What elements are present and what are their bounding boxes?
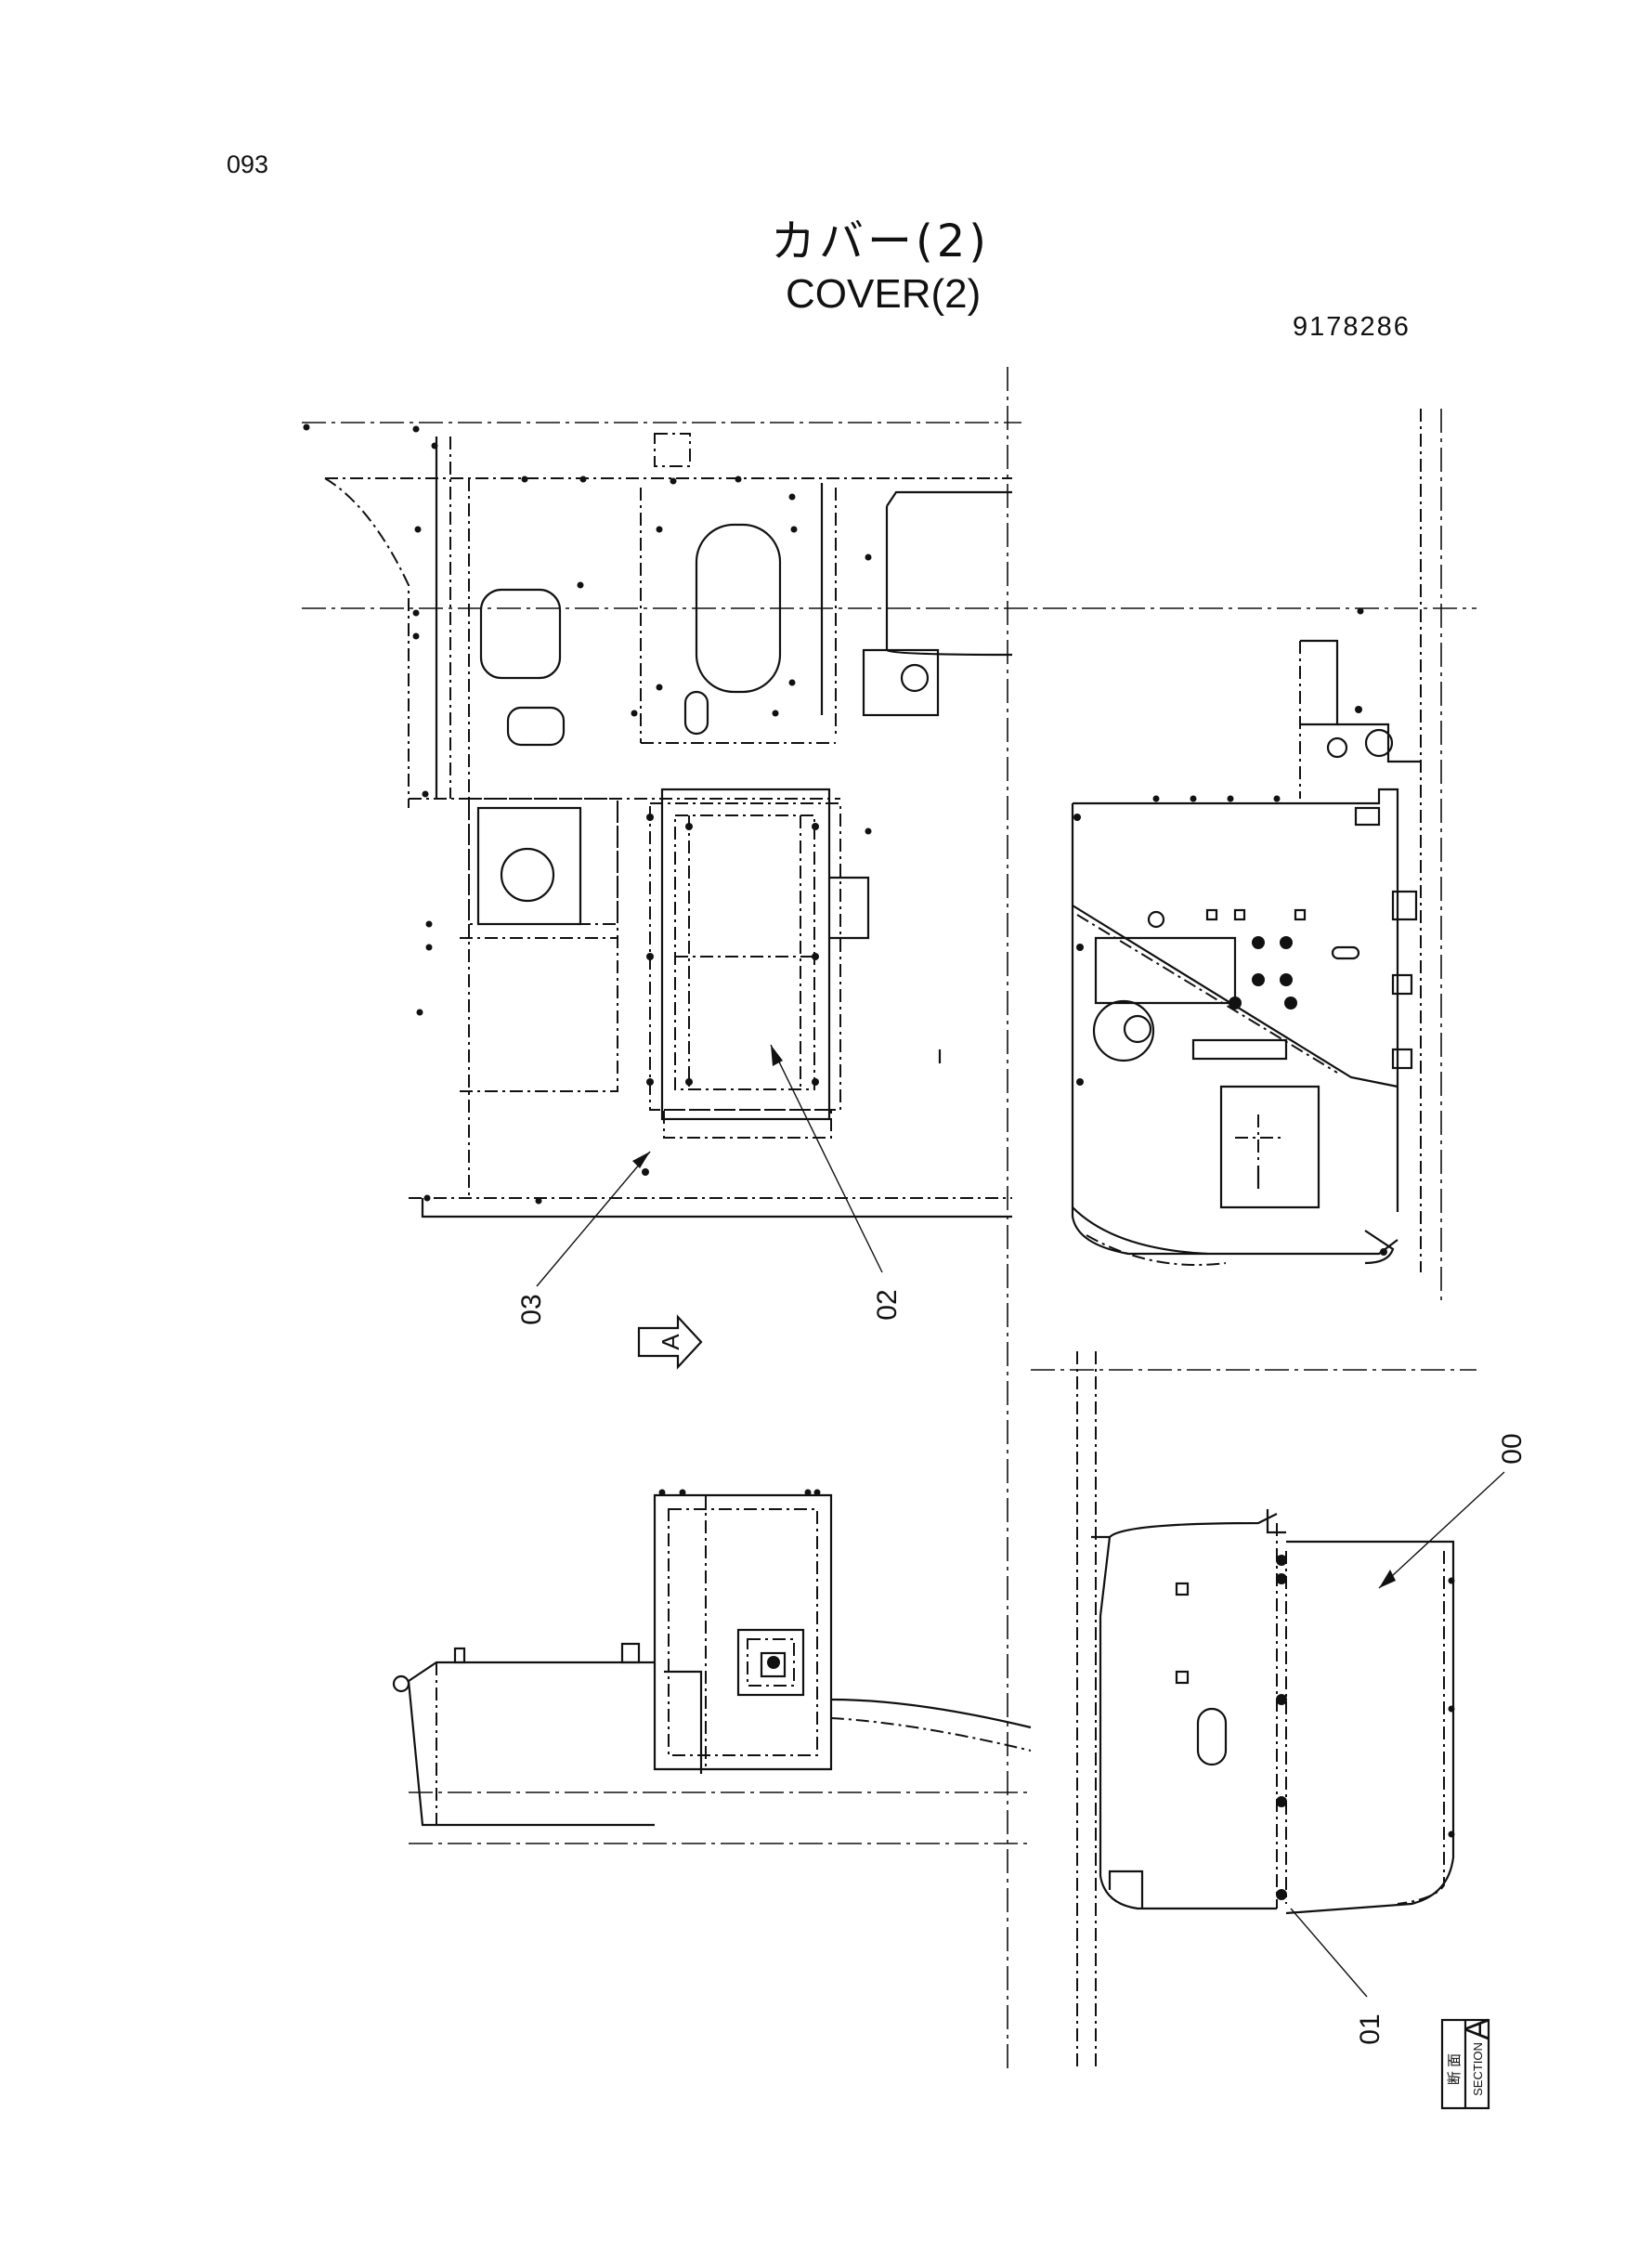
callout-03: 03 xyxy=(516,1294,547,1324)
callout-02: 02 xyxy=(872,1289,903,1320)
section-label-kanji: 断 面 xyxy=(1447,2053,1463,2085)
part-number: 9178286 xyxy=(1293,312,1411,342)
view-arrow-letter: A xyxy=(657,1334,684,1350)
leader-lines xyxy=(536,1044,1505,1998)
section-view xyxy=(1076,1351,1455,2071)
callout-00: 00 xyxy=(1497,1433,1528,1464)
callout-01: 01 xyxy=(1355,2013,1385,2044)
plan-view xyxy=(303,423,1013,1218)
view-arrow-a: A xyxy=(637,1314,703,1370)
center-lines xyxy=(302,367,1476,2071)
section-label-english: SECTION xyxy=(1471,2042,1485,2096)
elevation-view xyxy=(392,1489,1032,1827)
title-english: COVER(2) xyxy=(786,271,982,317)
title-japanese: カバー(2) xyxy=(771,215,990,267)
section-label-letter: A xyxy=(1460,2018,1495,2039)
page-number: 093 xyxy=(227,150,269,178)
side-view xyxy=(1071,409,1422,1272)
section-a-label: 断 面 SECTION A xyxy=(1440,2018,1495,2110)
